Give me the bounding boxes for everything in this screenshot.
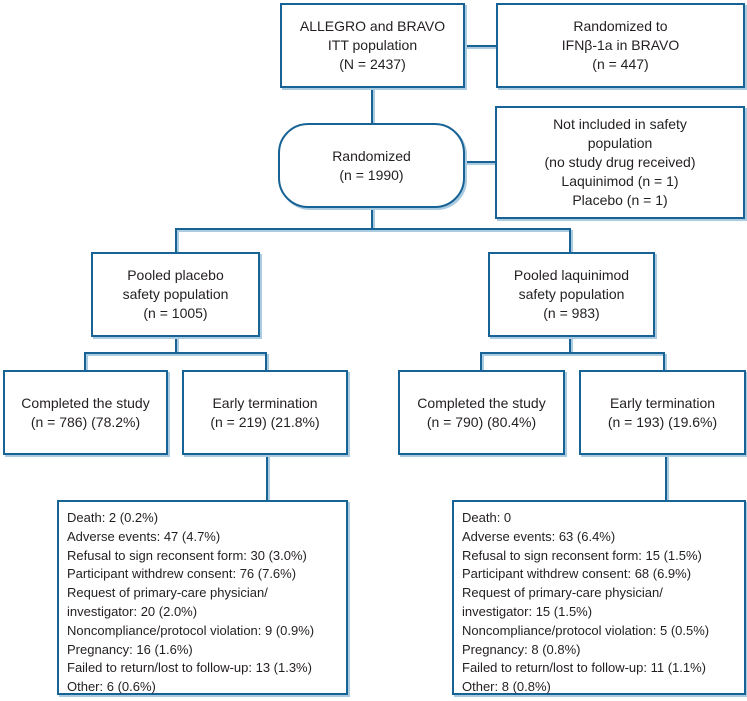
node-placebo-early-termination-text: Early termination (n = 219) (21.8%) <box>210 394 320 430</box>
node-pooled-placebo: Pooled placebo safety population (n = 10… <box>91 252 260 337</box>
node-pooled-laquinimod-text: Pooled laquinimod safety population (n =… <box>513 267 630 321</box>
connector-branch-to-laquinimod-completed <box>480 352 482 370</box>
node-itt-population-text: ALLEGRO and BRAVO ITT population (N = 24… <box>299 18 446 72</box>
node-randomized: Randomized (n = 1990) <box>278 123 465 208</box>
node-laquinimod-early-termination-text: Early termination (n = 193) (19.6%) <box>607 394 718 430</box>
node-not-included-safety-text: Not included in safety population (no st… <box>544 116 696 208</box>
node-laquinimod-termination-reasons-text: Death: 0 Adverse events: 63 (6.4%) Refus… <box>462 510 710 695</box>
connector-branch-to-laquinimod-early <box>663 352 665 370</box>
connector-branch-to-laquinimod-pool <box>569 228 571 252</box>
node-randomized-text: Randomized (n = 1990) <box>332 147 411 183</box>
node-laquinimod-completed: Completed the study (n = 790) (80.4%) <box>398 370 565 455</box>
node-laquinimod-termination-reasons: Death: 0 Adverse events: 63 (6.4%) Refus… <box>452 500 746 695</box>
node-placebo-termination-reasons: Death: 2 (0.2%) Adverse events: 47 (4.7%… <box>57 500 348 695</box>
node-itt-population: ALLEGRO and BRAVO ITT population (N = 24… <box>280 3 465 88</box>
connector-branch-placebo-horizontal <box>84 352 267 354</box>
connector-itt-to-randomized <box>371 88 373 123</box>
node-placebo-early-termination: Early termination (n = 219) (21.8%) <box>182 370 348 455</box>
connector-placebo-early-to-reasons <box>266 455 268 501</box>
connector-branch-to-placebo-completed <box>84 352 86 370</box>
node-pooled-placebo-text: Pooled placebo safety population (n = 10… <box>122 267 229 321</box>
connector-placebo-pool-down <box>175 337 177 354</box>
connector-branch-pools-horizontal <box>175 228 571 230</box>
node-laquinimod-completed-text: Completed the study (n = 790) (80.4%) <box>417 394 546 430</box>
node-laquinimod-early-termination: Early termination (n = 193) (19.6%) <box>579 370 746 455</box>
node-not-included-safety: Not included in safety population (no st… <box>495 106 745 219</box>
connector-itt-to-ifn <box>465 45 496 47</box>
connector-randomized-down <box>371 208 373 230</box>
connector-branch-to-placebo-early <box>265 352 267 370</box>
node-placebo-completed-text: Completed the study (n = 786) (78.2%) <box>21 394 150 430</box>
connector-laquinimod-early-to-reasons <box>665 455 667 501</box>
node-randomized-ifn-bravo-text: Randomized to IFNβ-1a in BRAVO (n = 447) <box>561 18 680 72</box>
connector-branch-to-placebo-pool <box>175 228 177 252</box>
connector-randomized-to-notincluded <box>465 161 495 163</box>
connector-laquinimod-pool-down <box>569 337 571 354</box>
node-placebo-termination-reasons-text: Death: 2 (0.2%) Adverse events: 47 (4.7%… <box>67 510 315 695</box>
connector-branch-laquinimod-horizontal <box>480 352 665 354</box>
node-placebo-completed: Completed the study (n = 786) (78.2%) <box>3 370 168 455</box>
node-randomized-ifn-bravo: Randomized to IFNβ-1a in BRAVO (n = 447) <box>496 3 745 88</box>
node-pooled-laquinimod: Pooled laquinimod safety population (n =… <box>488 252 655 337</box>
